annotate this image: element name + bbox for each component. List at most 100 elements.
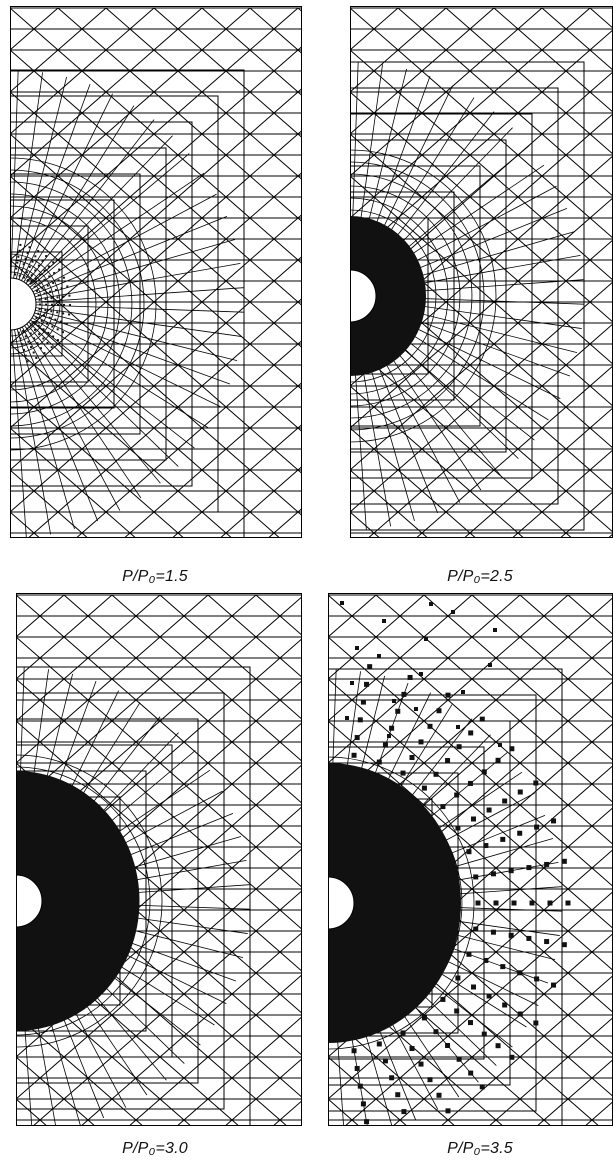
plastic-point	[52, 281, 55, 284]
plastic-point	[424, 637, 428, 641]
mesh-diag	[541, 343, 567, 366]
mesh-diag	[421, 427, 447, 450]
mesh-diag	[273, 238, 299, 261]
hole	[10, 277, 37, 331]
mesh-diag	[231, 804, 257, 827]
mesh-diag	[249, 112, 275, 135]
mesh-diag	[273, 343, 299, 366]
mesh-diag	[279, 806, 302, 827]
plastic-point	[62, 295, 65, 298]
plastic-point	[456, 725, 460, 729]
mesh-diag	[81, 427, 107, 450]
mesh-p3-svg	[16, 593, 302, 1126]
plastic-point	[340, 601, 344, 605]
mesh-diag	[517, 28, 543, 51]
mesh-diag	[225, 238, 251, 261]
mesh-diag	[39, 594, 65, 617]
mesh-p1-svg	[10, 6, 302, 538]
mesh-diag	[591, 1100, 613, 1121]
mesh-diag	[255, 804, 281, 827]
plastic-point	[534, 976, 540, 982]
mesh-diag	[129, 49, 155, 72]
mesh-diag	[279, 657, 302, 678]
mesh-diag	[63, 678, 89, 701]
mesh-diag	[32, 1119, 41, 1126]
plastic-point	[345, 716, 349, 720]
plastic-point	[456, 744, 462, 750]
mesh-ring-square	[350, 113, 533, 479]
mesh-diag	[517, 469, 543, 492]
mesh-diag	[273, 217, 299, 240]
plastic-point	[561, 858, 567, 864]
mesh-diag	[565, 112, 591, 135]
mesh-diag	[351, 615, 377, 638]
mesh-diag	[447, 741, 473, 764]
mesh-diag	[135, 1077, 161, 1100]
mesh-diag	[87, 636, 113, 659]
mesh-diag	[159, 699, 185, 722]
mesh-diag	[39, 1077, 65, 1100]
mesh-diag	[397, 112, 423, 135]
mesh-diag	[421, 259, 447, 282]
mesh-diag	[10, 385, 35, 408]
mesh-diag	[273, 70, 299, 93]
mesh-diag	[541, 427, 567, 450]
mesh-diag	[105, 469, 131, 492]
mesh-diag	[129, 175, 155, 198]
plastic-point	[561, 942, 567, 948]
plastic-point	[60, 320, 63, 323]
plastic-point	[38, 282, 41, 285]
mesh-diag	[231, 825, 257, 848]
mesh-diag	[589, 197, 613, 219]
mesh-diag	[543, 1098, 569, 1121]
mesh-diag	[511, 532, 519, 538]
mesh-diag	[231, 888, 257, 911]
mesh-spoke	[23, 105, 135, 283]
mesh-spoke	[33, 215, 228, 295]
plastic-point	[33, 285, 36, 288]
mesh-diag	[495, 1098, 521, 1121]
mesh-diag	[565, 28, 591, 51]
mesh-diag	[171, 532, 179, 538]
mesh-diag	[10, 154, 35, 177]
plastic-point	[509, 1054, 515, 1060]
mesh-diag	[249, 301, 275, 324]
mesh-diag	[350, 28, 375, 51]
mesh-diag	[201, 448, 227, 471]
mesh-diag	[471, 699, 497, 722]
plastic-point	[419, 672, 423, 676]
mesh-arc	[350, 209, 437, 383]
plastic-point	[47, 331, 50, 334]
mesh-diag	[351, 741, 377, 764]
mesh-diag	[495, 909, 521, 932]
mesh-diag	[328, 636, 353, 659]
mesh-diag	[63, 1077, 89, 1100]
mesh-diag	[249, 7, 275, 30]
mesh-diag	[105, 112, 131, 135]
mesh-diag	[567, 783, 593, 806]
mesh-arc	[10, 205, 109, 403]
mesh-diag	[589, 71, 613, 93]
plastic-point	[468, 730, 474, 736]
plastic-point	[35, 317, 38, 320]
mesh-diag	[589, 511, 613, 533]
mesh-diag	[517, 280, 543, 303]
mesh-diag	[201, 196, 227, 219]
plastic-zone	[16, 771, 140, 1031]
mesh-diag	[541, 385, 567, 408]
mesh-arc	[10, 265, 49, 343]
mesh-diag	[519, 951, 545, 974]
mesh-diag	[177, 49, 203, 72]
mesh-diag	[231, 1035, 257, 1058]
plastic-point	[409, 1045, 415, 1051]
mesh-diag	[177, 238, 203, 261]
mesh-diag	[80, 1119, 89, 1126]
mesh-diag	[159, 636, 185, 659]
mesh-diag	[421, 364, 447, 387]
mesh-diag	[469, 385, 495, 408]
mesh-diag	[423, 1035, 449, 1058]
mesh-diag	[33, 112, 59, 135]
plastic-point	[39, 347, 42, 350]
mesh-spoke	[21, 93, 113, 281]
mesh-arc	[10, 169, 145, 439]
